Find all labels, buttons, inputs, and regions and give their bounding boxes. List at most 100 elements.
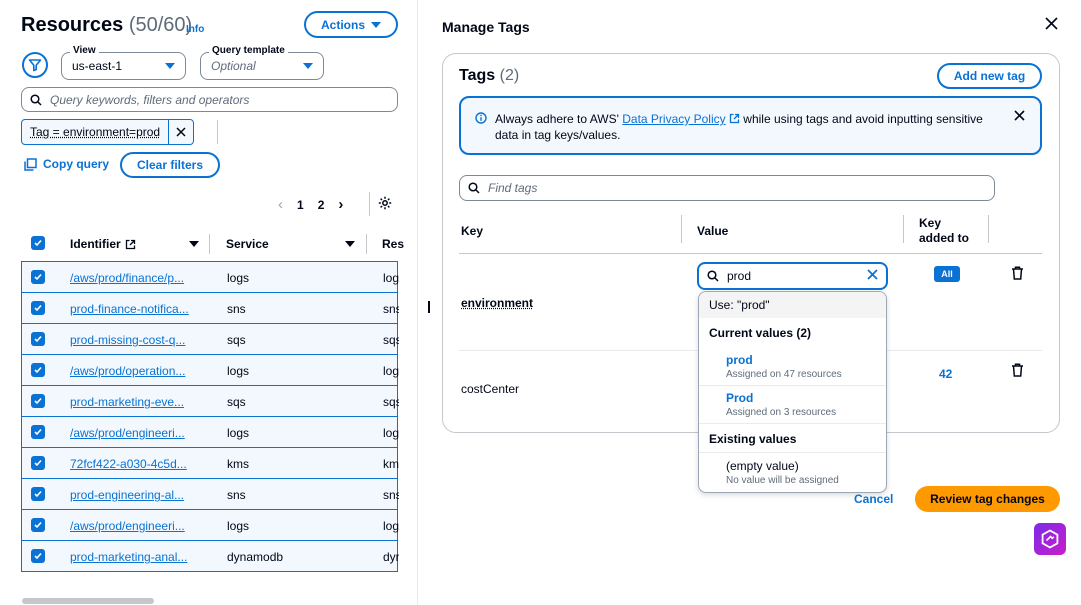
resource-type: log: [383, 519, 399, 533]
column-header-identifier[interactable]: Identifier: [70, 237, 136, 251]
tag-key-environment[interactable]: environment: [461, 296, 534, 310]
resource-identifier-link[interactable]: /aws/prod/engineeri...: [70, 519, 185, 533]
page-1[interactable]: 1: [297, 197, 304, 212]
settings-button[interactable]: [378, 196, 392, 213]
trash-icon: [1012, 266, 1023, 280]
chevron-left-icon[interactable]: ‹: [278, 196, 283, 213]
dismiss-alert-button[interactable]: [1014, 110, 1025, 124]
row-checkbox[interactable]: [31, 301, 45, 315]
resource-service: logs: [227, 426, 250, 440]
view-select[interactable]: View us-east-1: [61, 45, 186, 80]
panel-resize-handle[interactable]: [428, 301, 430, 313]
resource-identifier-link[interactable]: prod-missing-cost-q...: [70, 333, 186, 347]
table-row[interactable]: prod-finance-notifica...snssns: [21, 292, 399, 324]
resource-service: dynamodb: [227, 550, 284, 564]
column-header-added-line1: Key: [919, 216, 942, 230]
column-header-resource[interactable]: Res: [382, 237, 405, 251]
divider: [699, 423, 886, 424]
column-header-added-line2: added to: [919, 231, 969, 245]
suggestion-label: Prod: [726, 391, 754, 405]
resource-type: sns: [383, 488, 399, 502]
row-checkbox[interactable]: [31, 425, 45, 439]
delete-tag-button[interactable]: [1011, 266, 1024, 283]
check-icon: [34, 366, 42, 374]
row-checkbox[interactable]: [31, 363, 45, 377]
actions-button[interactable]: Actions: [304, 11, 398, 38]
resource-identifier-link[interactable]: prod-marketing-anal...: [70, 550, 188, 564]
cancel-button[interactable]: Cancel: [854, 492, 894, 506]
added-to-count-link[interactable]: 42: [939, 367, 953, 381]
existing-values-header: Existing values: [709, 432, 797, 446]
column-resizer[interactable]: [681, 215, 682, 243]
clear-value-button[interactable]: [867, 269, 878, 283]
row-checkbox[interactable]: [31, 487, 45, 501]
view-legend: View: [70, 45, 99, 56]
row-checkbox[interactable]: [31, 394, 45, 408]
table-header: Identifier Service Res: [21, 232, 404, 256]
remove-token-button[interactable]: [169, 127, 193, 137]
resource-identifier-link[interactable]: prod-finance-notifica...: [70, 302, 189, 316]
pagination: ‹ 1 2 ›: [278, 196, 343, 213]
search-icon: [707, 270, 719, 282]
suggestion-option[interactable]: Prod Assigned on 3 resources: [726, 391, 836, 418]
column-resizer[interactable]: [903, 215, 904, 243]
resource-identifier-link[interactable]: prod-marketing-eve...: [70, 395, 185, 409]
sort-caret-icon[interactable]: [345, 241, 355, 247]
column-resizer[interactable]: [209, 234, 210, 254]
resource-service: logs: [227, 364, 250, 378]
use-entered-value-option[interactable]: Use: "prod": [699, 292, 886, 318]
find-tags-input[interactable]: Find tags: [459, 175, 995, 201]
sort-caret-icon[interactable]: [189, 241, 199, 247]
close-panel-button[interactable]: [1045, 17, 1058, 33]
info-link[interactable]: Info: [186, 24, 205, 35]
review-tag-changes-button[interactable]: Review tag changes: [915, 486, 1060, 512]
horizontal-scrollbar[interactable]: [22, 598, 154, 604]
resources-count: (50/60): [128, 14, 193, 36]
table-row[interactable]: prod-engineering-al... sns sns: [21, 478, 399, 510]
row-checkbox[interactable]: [31, 518, 45, 532]
column-resizer[interactable]: [988, 215, 989, 243]
resource-identifier-link[interactable]: /aws/prod/operation...: [70, 364, 186, 378]
divider: [369, 192, 370, 216]
data-privacy-policy-link[interactable]: Data Privacy Policy: [622, 112, 726, 126]
suggestion-option[interactable]: (empty value) No value will be assigned: [726, 459, 839, 486]
clear-filters-button[interactable]: Clear filters: [120, 152, 220, 178]
delete-tag-button[interactable]: [1011, 363, 1024, 380]
chevron-right-icon[interactable]: ›: [338, 196, 344, 213]
column-resizer[interactable]: [366, 234, 367, 254]
resource-identifier-link[interactable]: /aws/prod/finance/p...: [70, 271, 185, 285]
privacy-alert: Always adhere to AWS' Data Privacy Polic…: [459, 96, 1042, 155]
added-to-all-badge: All: [934, 266, 960, 282]
column-header-service[interactable]: Service: [226, 237, 269, 251]
filter-toggle-button[interactable]: [22, 52, 48, 78]
page-2[interactable]: 2: [317, 197, 325, 212]
table-row[interactable]: prod-marketing-eve...sqssqs: [21, 385, 399, 417]
resource-service: sns: [227, 488, 246, 502]
copy-query-link[interactable]: Copy query: [24, 157, 109, 171]
select-all-checkbox[interactable]: [31, 236, 45, 250]
query-template-select[interactable]: Query template Optional: [200, 45, 324, 80]
table-row[interactable]: prod-missing-cost-q...sqssqs: [21, 323, 399, 355]
assistant-icon[interactable]: [1034, 523, 1066, 555]
tag-value-input[interactable]: prod: [697, 262, 888, 290]
suggestion-option[interactable]: prod Assigned on 47 resources: [726, 353, 842, 380]
query-search-input[interactable]: Query keywords, filters and operators: [21, 87, 398, 112]
resource-identifier-link[interactable]: prod-engineering-al...: [70, 488, 185, 502]
search-icon: [30, 93, 42, 106]
search-icon: [468, 182, 480, 194]
row-checkbox[interactable]: [31, 549, 45, 563]
row-checkbox[interactable]: [31, 332, 45, 346]
filter-token[interactable]: Tag = environment=prod: [21, 119, 195, 145]
add-new-tag-button[interactable]: Add new tag: [937, 63, 1042, 89]
resource-identifier-link[interactable]: /aws/prod/engineeri...: [70, 426, 185, 440]
row-checkbox[interactable]: [31, 270, 45, 284]
resource-identifier-link[interactable]: 72fcf422-a030-4c5d...: [70, 457, 187, 471]
row-checkbox[interactable]: [31, 456, 45, 470]
